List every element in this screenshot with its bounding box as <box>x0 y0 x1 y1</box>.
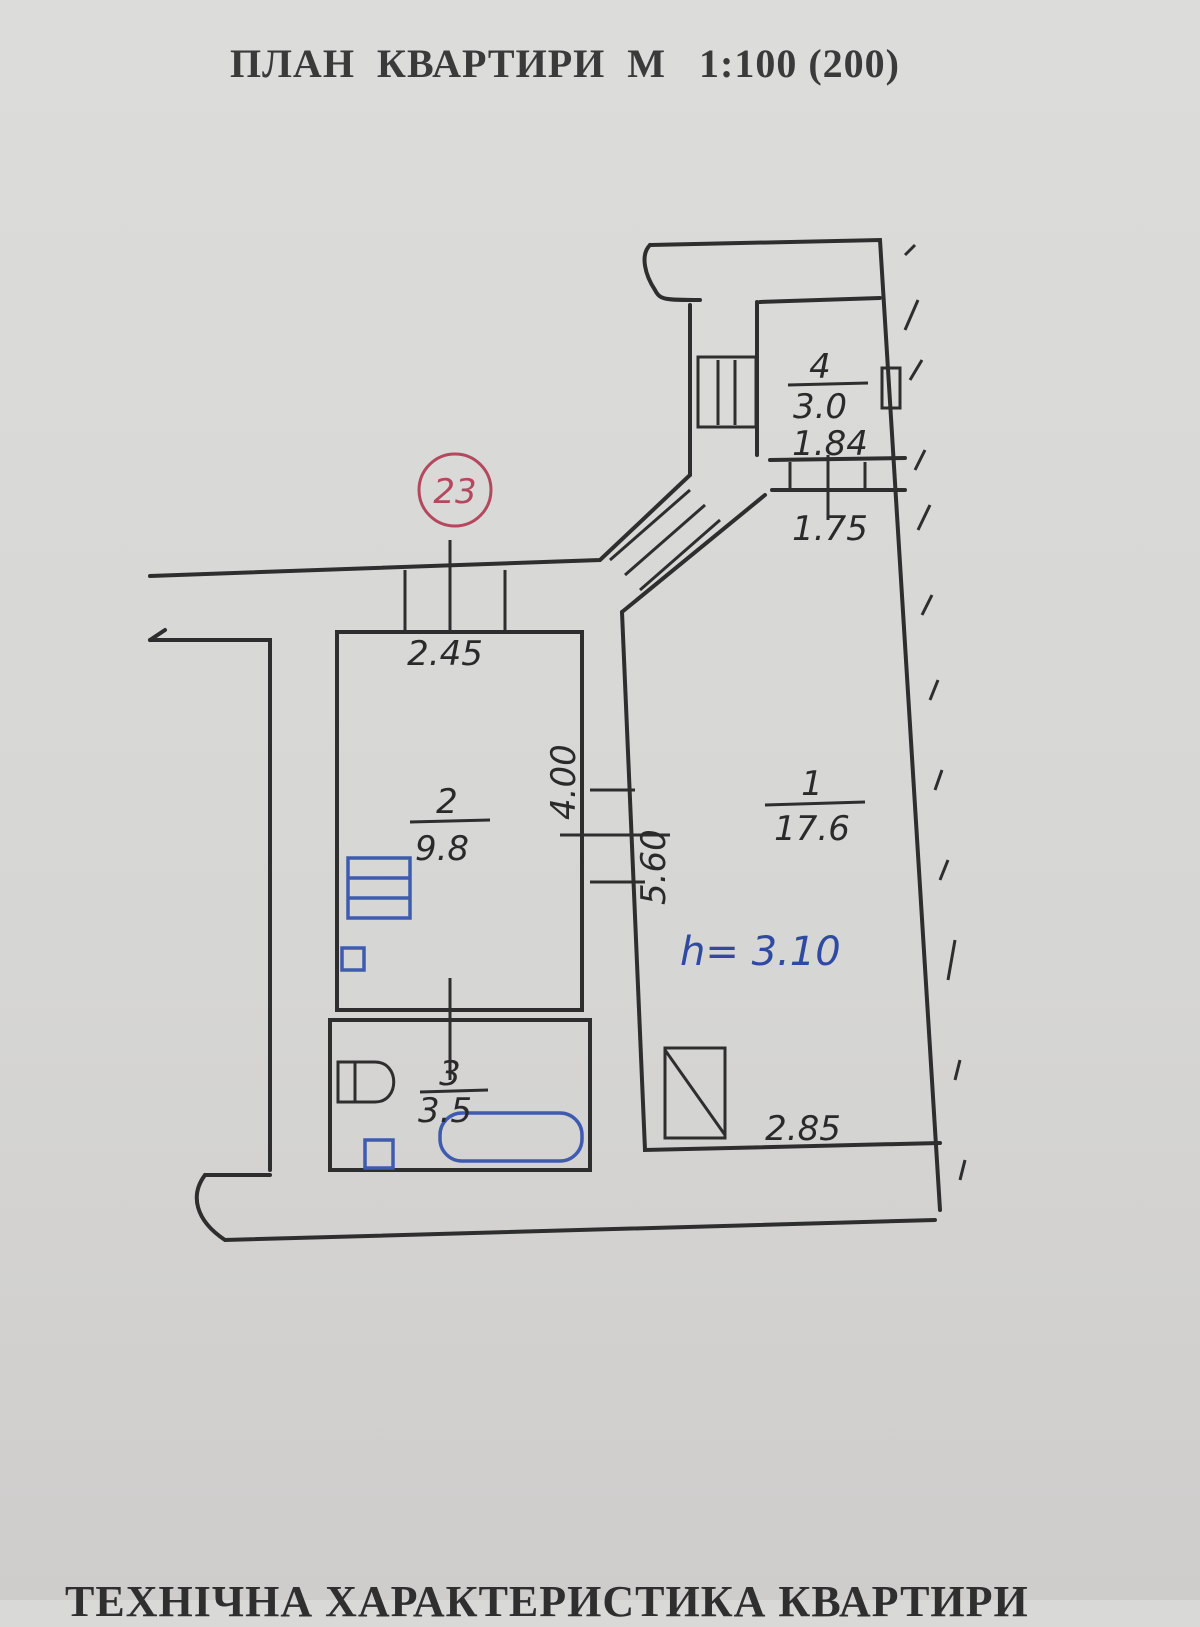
room-1-area: 17.6 <box>774 809 850 849</box>
dimension-room1-width: 2.85 <box>765 1109 841 1149</box>
apartment-number-stamp <box>417 452 493 528</box>
room-3-label: 3 3.5 <box>418 1054 489 1131</box>
apartment-number: 23 <box>433 472 476 512</box>
walls <box>148 237 942 1243</box>
stove-burners <box>348 876 410 900</box>
dimension-room2-width: 2.45 <box>407 634 483 674</box>
toilet-icon <box>336 1060 396 1104</box>
wall-hatching <box>903 243 967 1181</box>
room-partitions <box>328 540 670 1172</box>
stove-icon <box>346 856 412 920</box>
ceiling-height: h= 3.10 <box>680 929 841 975</box>
plan-title: ПЛАН КВАРТИРИ М 1:100 (200) <box>230 41 900 86</box>
wardrobe-icon <box>663 1046 727 1140</box>
dimension-corridor-width: 1.75 <box>792 509 868 549</box>
stairs <box>609 355 902 592</box>
room-2-label: 2 9.8 <box>409 782 491 869</box>
room-2-area: 9.8 <box>415 829 469 869</box>
bathtub-icon <box>438 1111 584 1163</box>
sink-icon <box>340 946 366 972</box>
dimension-room4-width: 1.84 <box>792 424 868 464</box>
dimension-room2-length: 4.00 <box>544 744 584 820</box>
washbasin-icon <box>363 1138 395 1170</box>
room-4-area: 3.0 <box>793 387 847 427</box>
room-3-area: 3.5 <box>418 1091 472 1131</box>
room-1-label: 1 17.6 <box>764 764 866 849</box>
room-4-number: 4 <box>809 347 831 387</box>
room-4-label: 4 3.0 <box>787 347 869 427</box>
room-3-number: 3 <box>439 1054 461 1094</box>
room-2-number: 2 <box>436 782 458 822</box>
room-1-number: 1 <box>801 764 823 804</box>
dimension-room1-length: 5.60 <box>634 829 674 905</box>
technical-characteristics-heading: ТЕХНІЧНА ХАРАКТЕРИСТИКА КВАРТИРИ <box>65 1577 1029 1626</box>
